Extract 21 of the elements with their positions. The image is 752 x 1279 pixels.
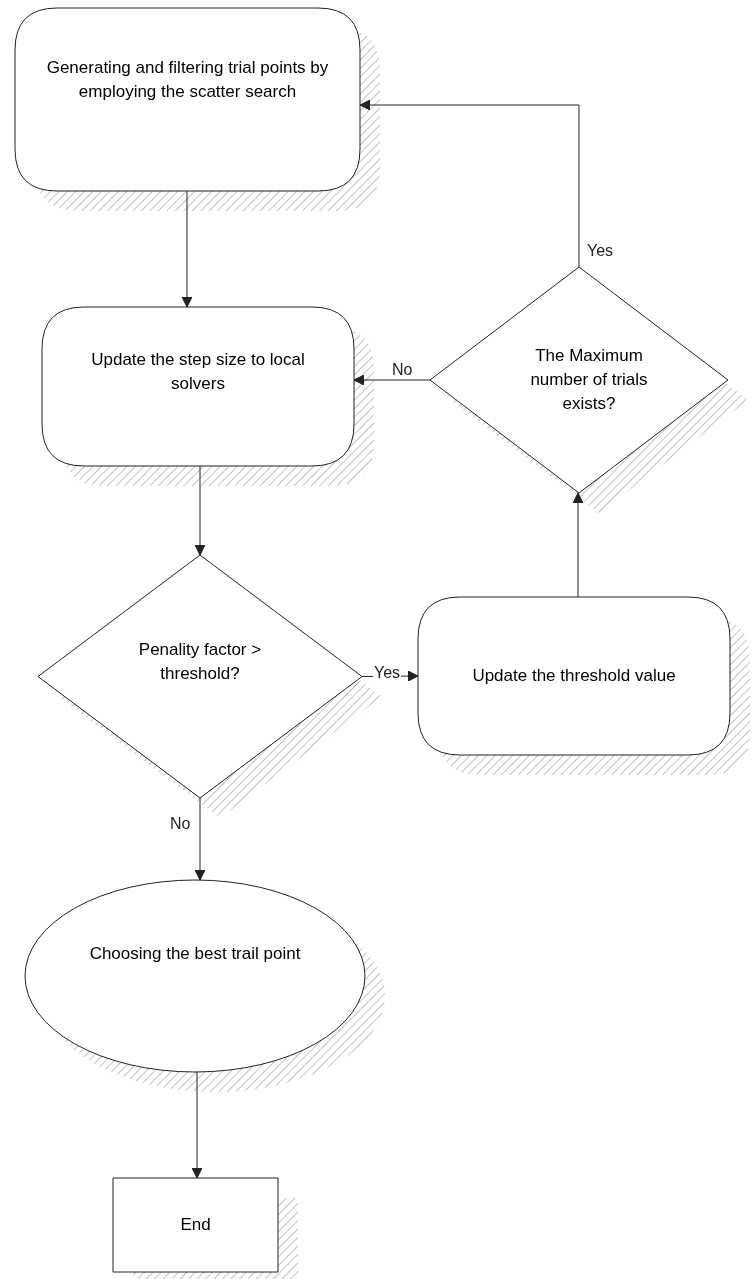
process-box (418, 597, 730, 755)
node-text: Choosing the best trail point (89, 943, 301, 966)
decision-diamond (430, 267, 728, 493)
end-box (113, 1178, 278, 1272)
terminal-ellipse (25, 880, 365, 1072)
arrow (191, 1071, 203, 1179)
arrow (194, 465, 206, 556)
arrow (572, 492, 584, 598)
node-text: Update the threshold value (472, 665, 676, 688)
arrow (353, 374, 431, 386)
node-text: Penality factor > threshold? (137, 638, 263, 685)
process-box (15, 8, 360, 191)
node-text: End (180, 1214, 211, 1237)
arrow (359, 99, 580, 268)
arrow (194, 797, 206, 881)
arrow (181, 190, 193, 308)
node-text: Generating and filtering trial points by employing the scatter search (45, 56, 330, 103)
node-text: Update the step size to local solvers (90, 348, 306, 395)
process-box (42, 307, 354, 466)
decision-diamond (38, 555, 362, 798)
node-text: The Maximum number of trials exists? (529, 345, 649, 415)
